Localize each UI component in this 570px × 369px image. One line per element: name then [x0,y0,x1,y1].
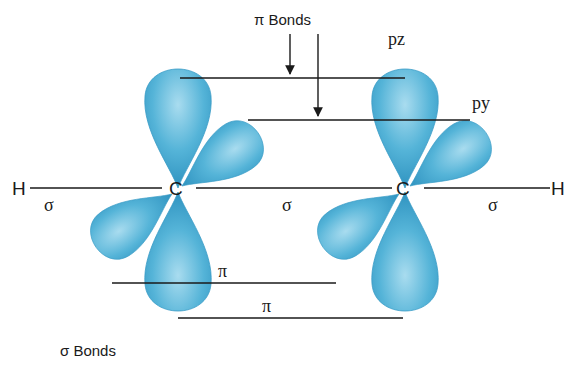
bond-symbol: σ [44,196,54,214]
bond-symbol: σ [488,196,498,214]
sigma-bond-lines [30,187,550,188]
bond-symbol: π [218,262,227,280]
pointer-arrows [290,34,318,116]
bond-type-label: π Bonds [254,12,311,27]
bond-symbol: σ [282,196,292,214]
pi-bond-lines [112,78,470,318]
right-carbon-orbitals [308,69,501,311]
orbital-label: pz [388,30,405,48]
bond-symbol: π [262,297,271,315]
atom-symbol: C [169,179,183,198]
atom-symbol: H [12,179,26,198]
atom-symbol: H [551,179,565,198]
atom-symbol: C [396,179,410,198]
left-carbon-orbitals [81,69,273,311]
orbital-label: py [472,94,490,112]
bond-type-label: σ Bonds [60,343,116,358]
